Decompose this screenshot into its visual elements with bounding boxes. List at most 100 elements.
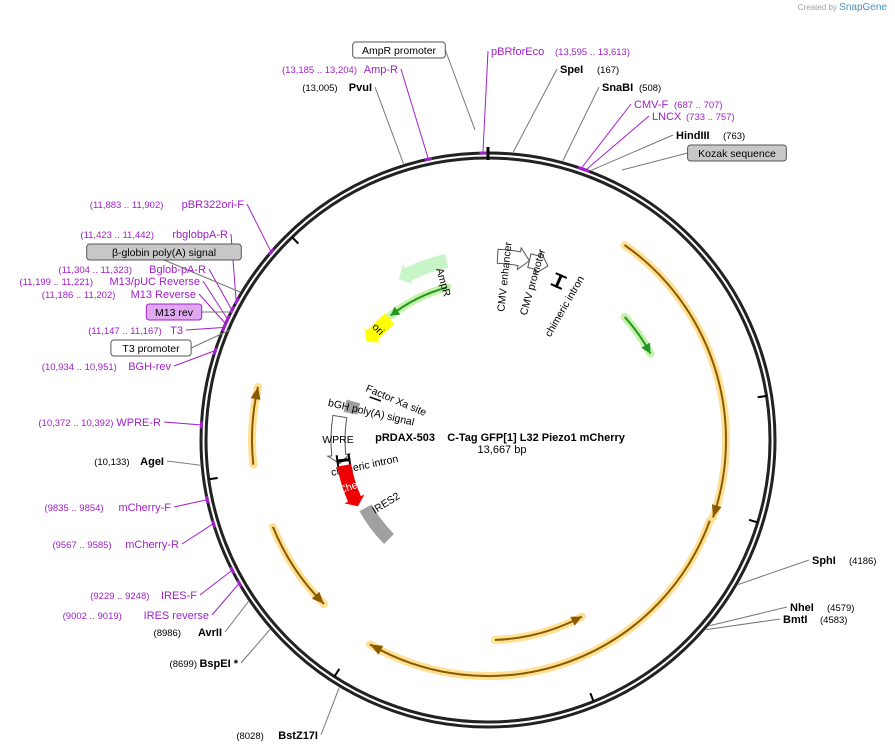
leader-line [591, 134, 674, 171]
leader-line [190, 329, 231, 349]
site-tick [369, 396, 382, 402]
primer-site-mark [221, 324, 227, 332]
feature-shape [359, 504, 394, 544]
label-text: M13 rev [155, 307, 194, 319]
primer-name: CMV-F [634, 99, 669, 111]
feature-shape [337, 464, 365, 507]
boxed-feature-label: β-globin poly(A) signal [86, 243, 242, 261]
primer-name: WPRE-R [116, 417, 161, 429]
ruler-tick-mark [589, 692, 595, 702]
label-box [110, 339, 192, 357]
intron-marker [336, 457, 351, 463]
leader-line [709, 606, 788, 627]
feature-label: IRES2 [370, 490, 402, 516]
plasmid-size: 13,667 bp [478, 444, 527, 456]
primer-label: M13 Reverse(11,186 .. 11,202) [42, 289, 196, 301]
enzyme-name: AvrII [198, 627, 222, 639]
primer-name: Amp-R [364, 64, 398, 76]
enzyme-name: AgeI [140, 456, 164, 468]
enzyme-site-label: SnaBI(508) [602, 82, 661, 94]
intron-cap [555, 272, 568, 279]
label-box [352, 41, 446, 59]
ruler-tick-mark [333, 668, 341, 678]
snapgene-logo: SnapGene [839, 2, 887, 13]
enzyme-position: (10,133) [94, 457, 129, 468]
orf-arc [623, 244, 727, 518]
primer-position: (9002 .. 9019) [63, 611, 122, 622]
boxed-feature-label: M13 rev [145, 303, 203, 321]
feature-chimeric-intron: chimeric intron [543, 272, 587, 339]
enzyme-site-label: BstZ17I (8028) [236, 730, 318, 742]
leader-line [621, 152, 688, 171]
leader-line [240, 629, 271, 664]
primer-site-mark [236, 579, 243, 588]
enzyme-site-label: SpeI(167) [560, 64, 619, 76]
enzyme-position: (13,005) [302, 83, 337, 94]
feature-ori: ori [364, 313, 395, 343]
label-box [687, 144, 787, 162]
label-box [145, 303, 203, 321]
leader-lines [163, 49, 810, 736]
leader-line [173, 350, 215, 367]
enzyme-position: (763) [723, 131, 745, 142]
orf-arc [369, 520, 711, 678]
primer-name: Bglob-pA-R [149, 264, 206, 276]
orf-arcs-layer [248, 241, 730, 681]
feature-shape [496, 246, 531, 271]
enzyme-position: (8028) [236, 731, 263, 742]
primer-position: (687 .. 707) [674, 100, 723, 111]
primer-name: rbglobpA-R [172, 229, 228, 241]
boxed-feature-label: T3 promoter [110, 339, 192, 357]
intron-cap [550, 283, 563, 290]
enzyme-position: (4579) [827, 603, 854, 614]
leader-line [562, 86, 600, 162]
primer-position: (10,934 .. 10,951) [42, 362, 117, 373]
primer-name: LNCX [652, 111, 682, 123]
primer-name: M13 Reverse [131, 289, 196, 301]
primer-position: (11,304 .. 11,323) [58, 265, 132, 276]
label-text: AmpR promoter [362, 45, 437, 57]
leader-line [181, 523, 213, 545]
enzyme-site-label: SphI(4186) [812, 555, 876, 567]
leader-line [738, 559, 810, 585]
enzyme-site-label: BmtI(4583) [783, 614, 847, 626]
orf-arc-glow [491, 612, 586, 644]
primer-name: pBRforEco [491, 46, 544, 58]
primer-site-mark [233, 297, 241, 305]
primer-label: WPRE-R(10,372 .. 10,392) [38, 417, 161, 429]
plasmid-name: pRDAX-503 C-Tag GFP[1] L32 Piezo1 mCherr… [375, 432, 626, 444]
ruler-tick-mark [748, 518, 758, 524]
orf-arc-arrowhead [641, 342, 651, 354]
leader-line [482, 50, 489, 153]
leader-line [706, 618, 781, 631]
orf-arc-glow [386, 283, 452, 320]
enzyme-site-label: AgeI (10,133) [94, 456, 164, 468]
leader-line [246, 203, 272, 252]
ruler-ticks [208, 147, 767, 702]
leader-line [444, 49, 476, 131]
primer-label: mCherry-F(9835 .. 9854) [44, 502, 171, 514]
leader-line [173, 499, 207, 508]
enzyme-name: BstZ17I [278, 730, 318, 742]
primer-position: (11,147 .. 11,167) [88, 326, 162, 337]
intron-marker [554, 274, 563, 289]
leader-line [199, 570, 232, 596]
orf-arc-glow [366, 516, 714, 681]
primer-label: IRES-F(9229 .. 9248) [90, 590, 197, 602]
primer-site-mark [211, 520, 217, 528]
feature-shape [527, 250, 549, 275]
feature-shape [398, 253, 449, 285]
primer-label: pBR322ori-F(11,883 .. 11,902) [90, 199, 244, 211]
leader-line [166, 460, 201, 466]
intron-cap [347, 453, 352, 466]
orf-arc-arrowhead [570, 616, 582, 626]
enzyme-name: BspEI * [199, 658, 238, 670]
feature-wpre: WPRE [322, 414, 354, 465]
primer-site-mark [582, 167, 590, 173]
feature-shape [343, 399, 361, 415]
enzyme-name: BmtI [783, 614, 807, 626]
primer-site-mark [212, 347, 218, 356]
primer-position: (13,185 .. 13,204) [282, 65, 357, 76]
